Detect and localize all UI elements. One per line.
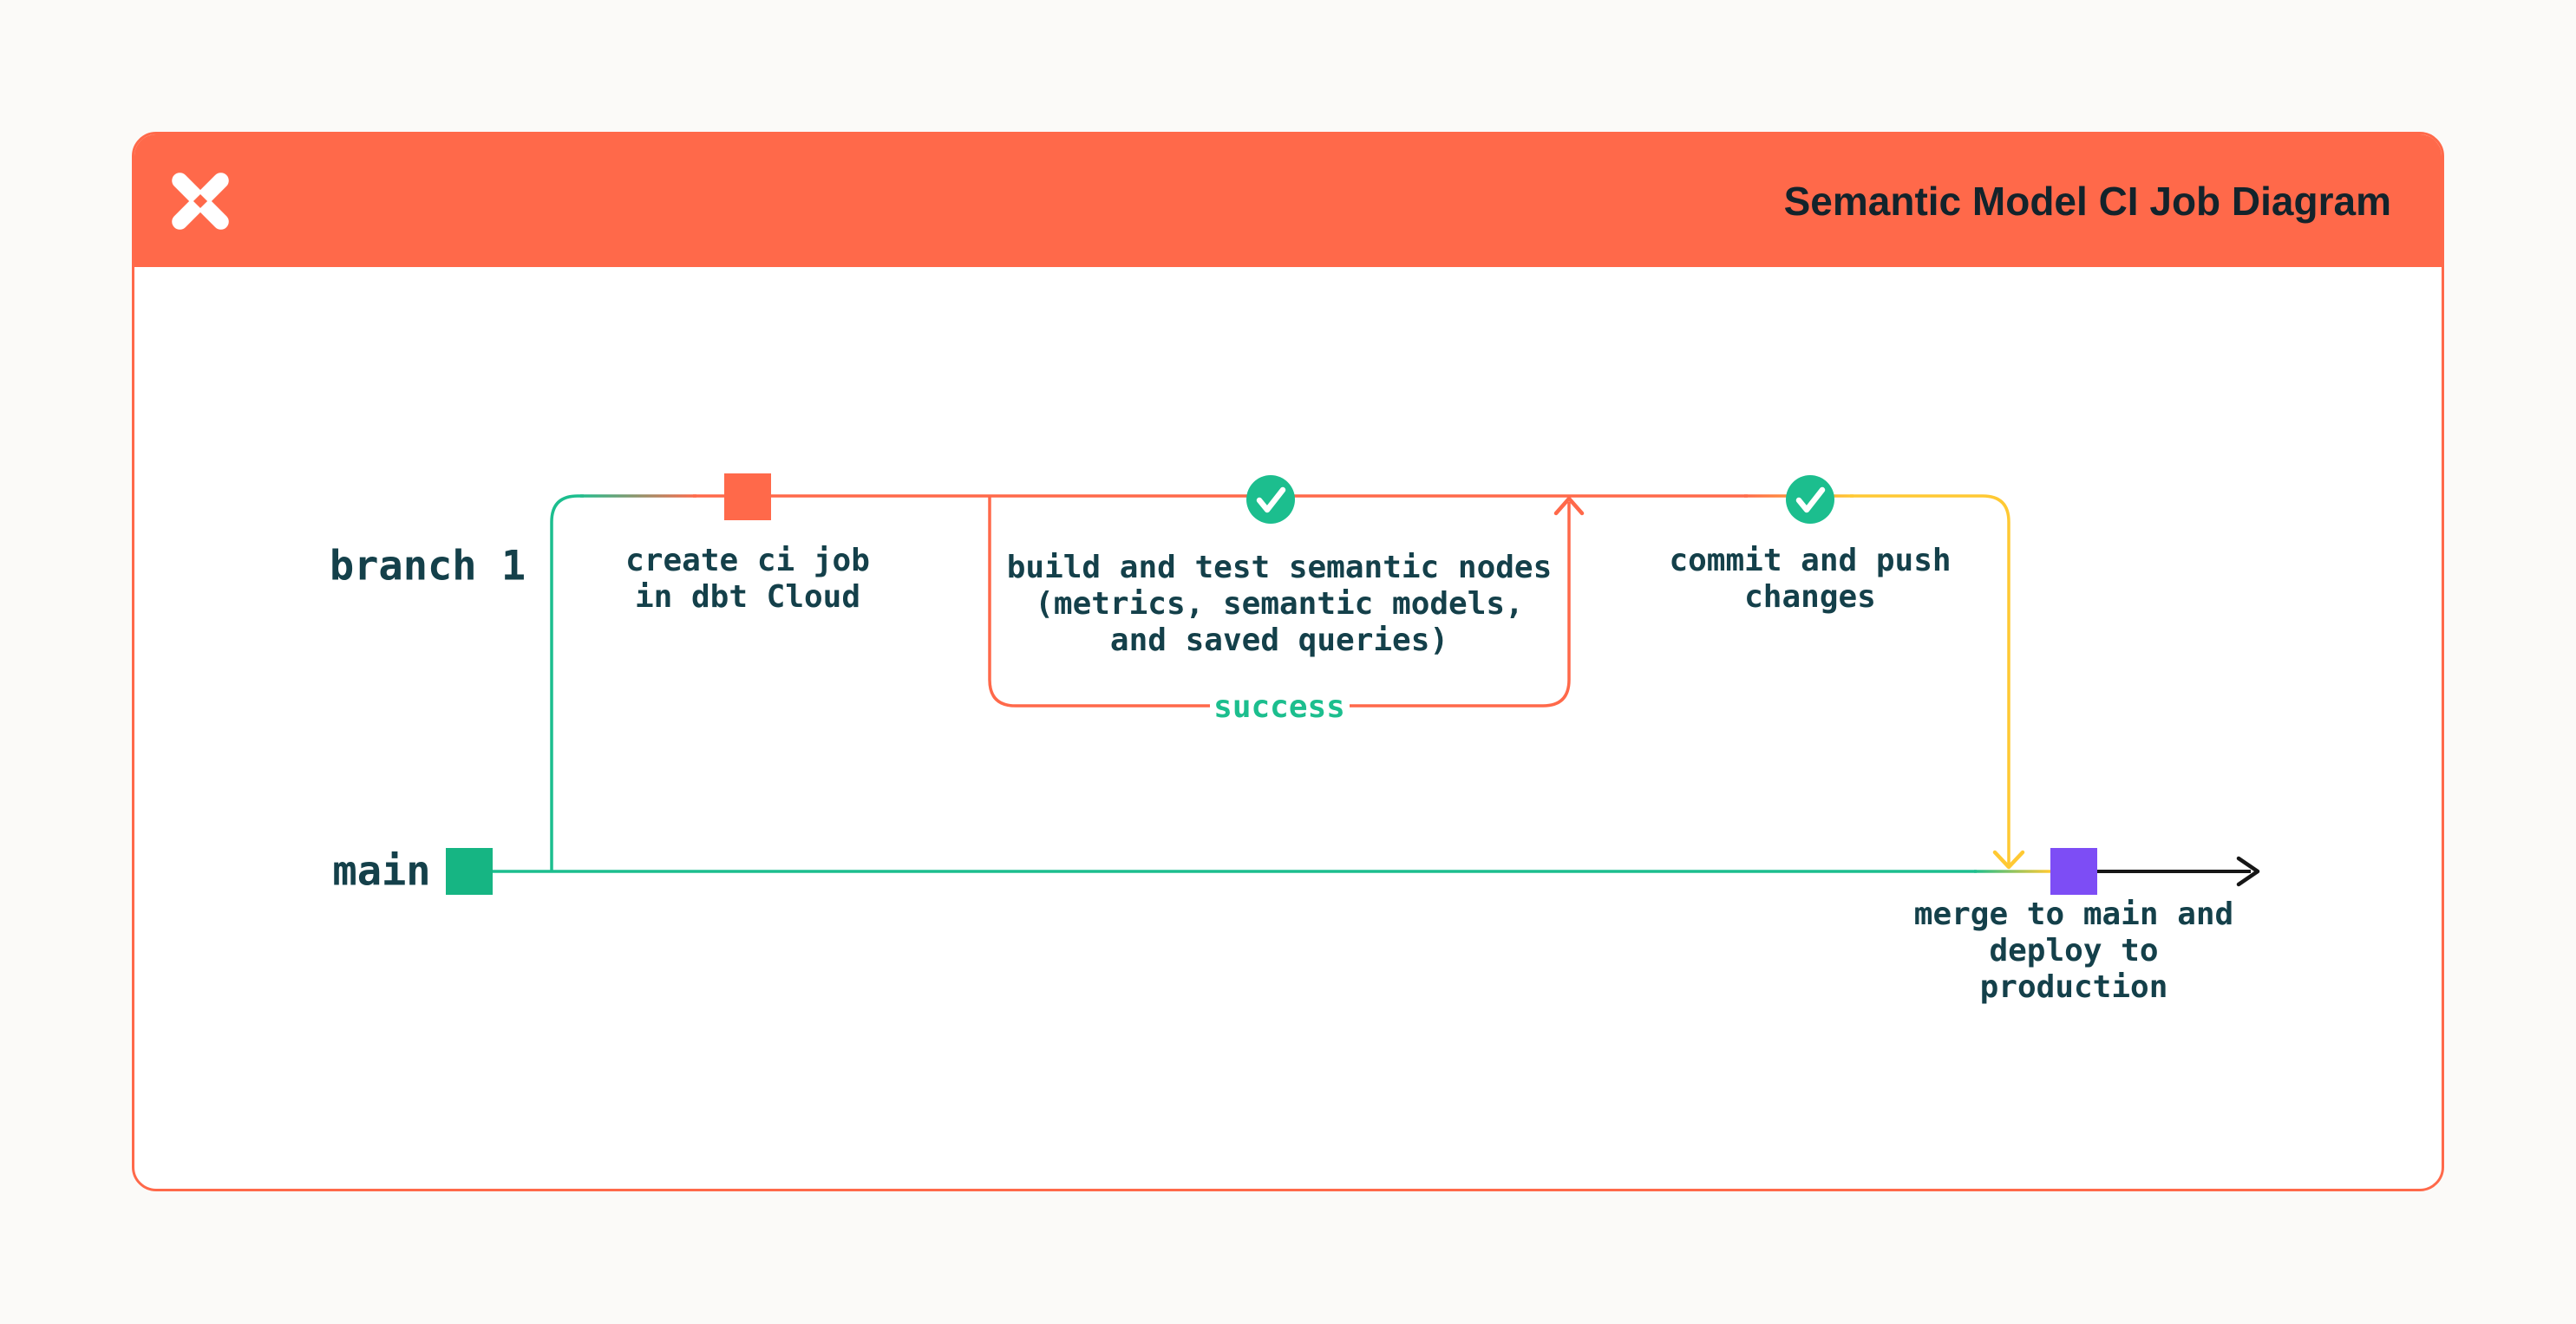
diagram-card: Semantic Model CI Job Diagram [132,132,2444,1191]
node-label-merge-deploy: merge to main and deploy to production [1913,897,2234,1005]
main-arrow-right-icon [2236,856,2260,887]
node-label-create-ci: create ci job in dbt Cloud [625,543,870,615]
branch1-label: branch 1 [329,542,526,590]
success-label: success [1213,689,1345,725]
node-label-build-test: build and test semantic nodes (metrics, … [1006,550,1553,658]
check-circle-icon [1246,475,1295,524]
diagram-canvas: branch 1 main create ci job in dbt Cloud… [134,267,2442,1189]
create-ci-commit-square [724,473,771,520]
success-arrow-up-icon [1553,496,1585,516]
check-circle-icon [1786,475,1834,524]
branch-line-yellow [1850,494,2010,864]
success-loop-right [1350,502,1571,708]
diagram-title: Semantic Model CI Job Diagram [1783,178,2391,224]
branch-line-green [550,494,584,871]
dbt-logo-icon [172,172,229,230]
merge-commit-square [2050,848,2097,895]
card-header: Semantic Model CI Job Diagram [134,134,2442,267]
node-label-commit-push: commit and push changes [1669,543,1952,615]
merge-arrow-down-icon [1992,850,2025,870]
main-label: main [332,847,431,896]
main-commit-square [446,848,493,895]
git-graph [446,473,2260,895]
success-loop-left [988,497,1210,708]
